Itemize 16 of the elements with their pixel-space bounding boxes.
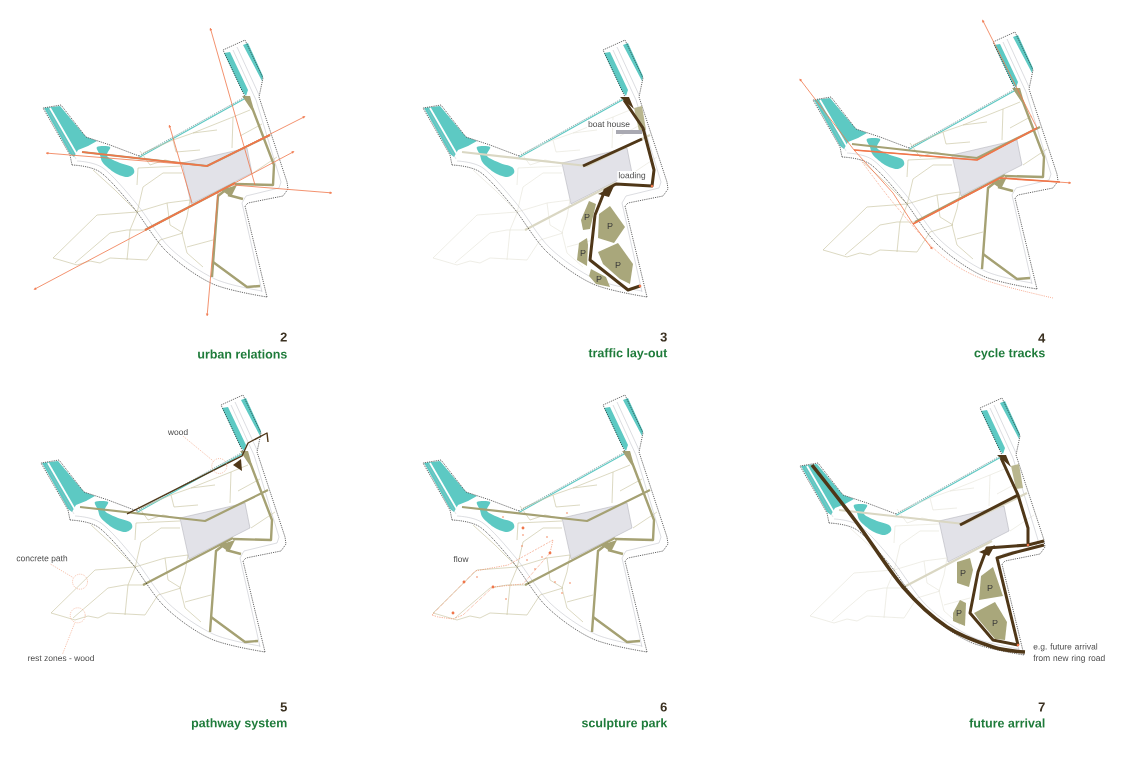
panel-title: cycle tracks: [974, 348, 1045, 360]
panel-title: urban relations: [198, 349, 287, 359]
panel-number: 5: [280, 702, 287, 712]
panel-number: 6: [660, 702, 667, 712]
map-label: flow: [452, 554, 470, 564]
map-label: boat house: [587, 119, 631, 129]
panel-number: 7: [1038, 702, 1045, 712]
panel-title: pathway system: [191, 718, 287, 730]
panel-title: future arrival: [969, 718, 1045, 728]
panel-number: 2: [280, 332, 287, 342]
map-label: loading: [617, 171, 647, 181]
note-text: e.g. future arrival from new ring road: [1033, 643, 1105, 663]
panel-number: 3: [660, 332, 667, 342]
panel-title: sculpture park: [581, 718, 668, 730]
panel-title: traffic lay-out: [588, 348, 668, 360]
panel-number: 4: [1038, 333, 1046, 343]
